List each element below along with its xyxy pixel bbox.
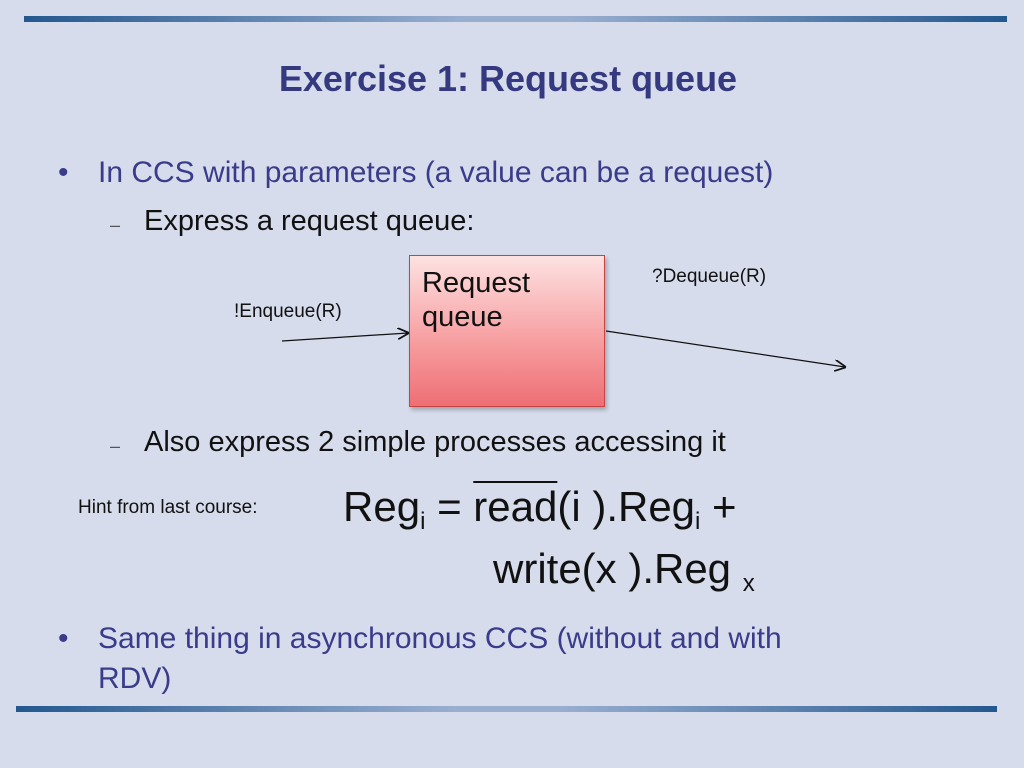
formula-line-1: Regi = read(i ).Regi + — [343, 483, 737, 536]
formula-sub-x: x — [742, 570, 755, 597]
bullet-2-text-line1: Same thing in asynchronous CCS (without … — [98, 622, 782, 655]
sub-item-marker: – — [110, 436, 121, 456]
request-queue-box: Request queue — [409, 255, 605, 407]
sub-item-2: – Also express 2 simple processes access… — [110, 424, 870, 460]
formula-write: write(x ).Reg — [493, 545, 743, 592]
queue-box-label: Request queue — [422, 266, 602, 334]
enqueue-label: !Enqueue(R) — [234, 301, 342, 322]
formula-sub-i: i — [420, 508, 426, 535]
sub-item-2-text: Also express 2 simple processes accessin… — [144, 426, 726, 458]
bullet-1-text: In CCS with parameters (a value can be a… — [98, 156, 774, 189]
formula-read-args: (i ).Reg — [557, 483, 696, 530]
formula-reg: Reg — [343, 483, 421, 530]
dequeue-label: ?Dequeue(R) — [652, 266, 767, 287]
top-decorative-rule — [24, 16, 1007, 22]
dequeue-arrow — [605, 330, 845, 367]
bullet-1: • In CCS with parameters (a value can be… — [58, 153, 958, 193]
formula-plus: + — [700, 483, 737, 530]
bullet-2-text-line2: RDV) — [98, 662, 172, 695]
sub-item-1-text: Express a request queue: — [144, 205, 475, 237]
bullet-2: • Same thing in asynchronous CCS (withou… — [58, 619, 958, 699]
queue-box-label-line1: Request — [422, 267, 531, 299]
formula-equals: = — [425, 483, 474, 530]
bottom-decorative-rule — [16, 706, 997, 712]
queue-box-label-line2: queue — [422, 301, 503, 333]
enqueue-arrow — [281, 333, 408, 342]
sub-item-1: – Express a request queue: — [110, 203, 710, 239]
formula-read-overlined: read — [473, 483, 558, 530]
slide-title: Exercise 1: Request queue — [278, 58, 738, 99]
bullet-marker: • — [58, 156, 69, 189]
hint-label: Hint from last course: — [78, 497, 258, 518]
sub-item-marker: – — [110, 215, 121, 235]
bullet-marker: • — [58, 622, 69, 655]
formula-line-2: write(x ).Reg x — [493, 545, 755, 598]
formula-sub-i-2: i — [695, 508, 701, 535]
